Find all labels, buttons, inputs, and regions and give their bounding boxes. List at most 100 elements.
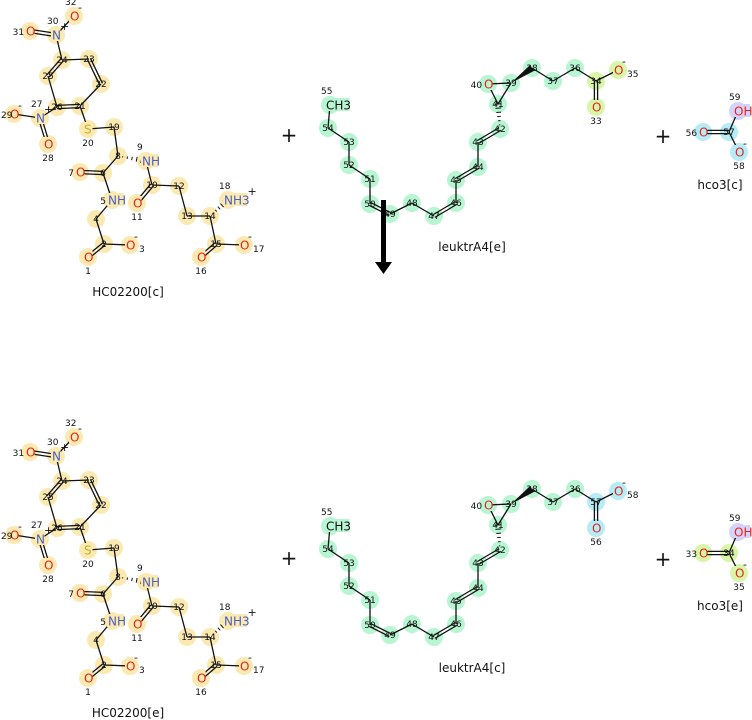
- atom-number: 3: [139, 666, 145, 676]
- atom-symbol: O: [240, 660, 249, 674]
- atom-label-bg: [733, 525, 750, 538]
- atom-37: 37: [547, 498, 558, 508]
- atom-8: 8: [115, 573, 121, 583]
- single-bond: [552, 67, 576, 82]
- atom-number: 36: [569, 485, 581, 495]
- atom-number: 53: [343, 138, 354, 148]
- atom-number: 41: [492, 521, 503, 531]
- single-bond: [113, 547, 119, 578]
- atom-label-bg: [69, 9, 79, 22]
- atom-symbol: N: [52, 29, 61, 43]
- atom-label-bg: [141, 575, 158, 588]
- atom-34: 34: [723, 549, 735, 559]
- plus-sign: +: [655, 547, 672, 571]
- atom-number: 51: [364, 596, 375, 606]
- atom-42: 42: [494, 546, 505, 556]
- atom-charge: +: [248, 606, 257, 619]
- double-bond-line: [86, 480, 101, 506]
- atom-label-bg: [43, 558, 53, 571]
- atom-28: O28: [42, 137, 54, 164]
- atom-label-bg: [239, 659, 249, 672]
- atom-number: 21: [74, 102, 85, 112]
- atom-charge: -: [248, 651, 252, 664]
- atom-36: 36: [569, 485, 581, 495]
- atom-53: 53: [343, 559, 354, 569]
- double-bond-line: [46, 479, 62, 497]
- atom-number: 14: [204, 212, 216, 222]
- atom-charge: -: [622, 55, 626, 68]
- atom-label-bg: [51, 28, 61, 41]
- plus-sign: +: [655, 124, 672, 148]
- atom-43: 43: [472, 138, 483, 148]
- single-bond: [348, 164, 371, 180]
- atom-18: NH3+18: [219, 603, 257, 629]
- atom-label-bg: [613, 63, 623, 76]
- atom-4: 4: [93, 215, 99, 225]
- atom-number: 20: [82, 560, 94, 570]
- atom-number: 58: [733, 162, 745, 172]
- atom-38: 38: [526, 64, 538, 74]
- atom-number: 42: [494, 125, 505, 135]
- atom-number: 59: [729, 514, 741, 524]
- atom-31: O31: [13, 24, 35, 39]
- atom-symbol: O: [44, 138, 53, 152]
- single-bond: [61, 479, 90, 482]
- atom-number: 46: [450, 199, 462, 209]
- atom-21: 21: [74, 523, 85, 533]
- double-bond-line: [370, 201, 392, 214]
- atom-58: O-58: [733, 137, 747, 172]
- atom-number: 49: [384, 210, 396, 220]
- atom-symbol: O: [84, 672, 93, 686]
- atom-number: 40: [471, 81, 483, 91]
- atom-number: 24: [56, 477, 68, 487]
- atom-charge: -: [248, 230, 252, 243]
- atom-symbol: NH3: [224, 194, 250, 208]
- reaction-arrow-icon: [375, 200, 392, 274]
- atom-number: 49: [384, 631, 396, 641]
- atom-charge: -: [78, 422, 82, 435]
- atom-45: 45: [450, 597, 461, 607]
- double-bond-line: [454, 165, 478, 180]
- atom-11: O11: [131, 196, 143, 223]
- atom-label-bg: [35, 111, 45, 124]
- atom-number: 15: [210, 240, 221, 250]
- atom-number: 7: [68, 169, 74, 179]
- atom-3: O-3: [125, 230, 145, 255]
- atom-label-bg: [239, 238, 249, 251]
- atom-label-bg: [591, 100, 601, 113]
- atom-number: 23: [83, 55, 94, 65]
- atom-45: 45: [450, 176, 461, 186]
- atom-number: 50: [364, 621, 376, 631]
- atom-charge: -: [743, 137, 747, 150]
- atom-symbol: O: [484, 499, 493, 513]
- atom-22: 22: [95, 501, 106, 511]
- atom-number: 18: [219, 182, 231, 192]
- atom-symbol: O: [592, 522, 601, 536]
- hashed-bond-stroke: [135, 577, 138, 583]
- atom-number: 15: [210, 661, 221, 671]
- atom-number: 17: [253, 245, 264, 255]
- atom-label-bg: [591, 521, 601, 534]
- atom-number: 55: [321, 87, 332, 97]
- atom-label-bg: [223, 193, 248, 206]
- atom-10: 10: [146, 602, 158, 612]
- atom-number: 31: [13, 28, 24, 38]
- double-bond-line: [454, 586, 478, 601]
- atom-number: 35: [733, 583, 744, 593]
- wedge-bond: [511, 486, 535, 504]
- double-bond-line: [57, 106, 81, 110]
- atom-number: 17: [253, 666, 264, 676]
- double-bond-line: [46, 58, 62, 76]
- atom-29: O-29: [1, 520, 22, 543]
- atom-6: 6: [100, 169, 106, 179]
- atom-number: 47: [428, 633, 439, 643]
- atom-25: 25: [42, 493, 53, 503]
- atom-label-bg: [51, 449, 61, 462]
- double-bond-line: [476, 548, 500, 563]
- atom-24: 24: [56, 56, 68, 66]
- atom-symbol: O: [133, 618, 142, 632]
- atom-symbol: O: [133, 197, 142, 211]
- atom-number: 52: [343, 582, 354, 592]
